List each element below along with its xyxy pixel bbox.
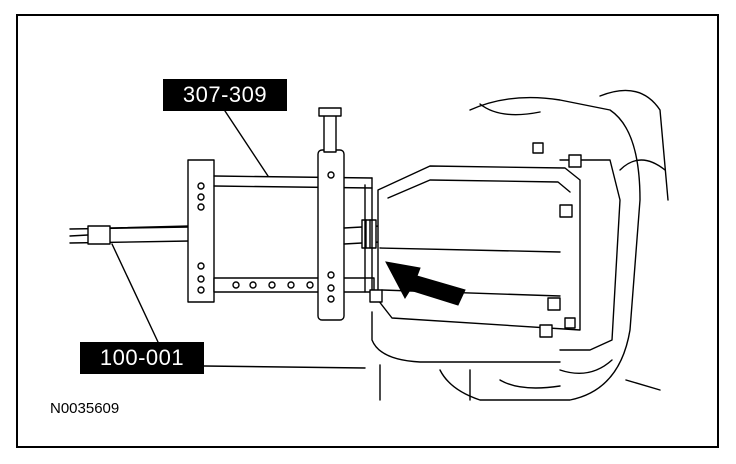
figure-id: N0035609 [50,400,120,417]
seal-arrow-icon [385,261,466,306]
puller-tool [187,107,381,321]
callout-tool-100-001: 100-001 [80,342,204,374]
callout-tool-307-309: 307-309 [163,79,287,111]
transmission-housing [369,89,669,401]
housing-bolts [369,142,582,338]
slide-hammer-shaft [69,225,191,245]
leader-lines [111,110,366,369]
